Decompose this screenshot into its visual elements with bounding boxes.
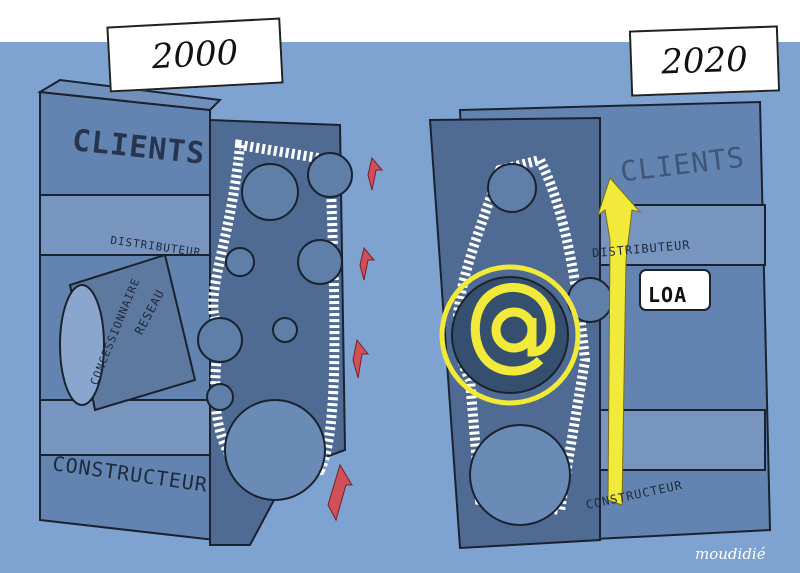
loa-label: LOA <box>648 283 688 307</box>
loa-tag <box>639 269 711 311</box>
red-arrows <box>327 156 384 522</box>
artist-signature: moudidié <box>695 545 766 563</box>
left-pulleys <box>197 152 353 501</box>
year-label-2000: 2000 <box>106 17 284 93</box>
yellow-arrow <box>597 177 642 506</box>
year-label-2020: 2020 <box>628 25 781 97</box>
at-symbol <box>439 264 581 406</box>
left-belt <box>208 139 340 475</box>
